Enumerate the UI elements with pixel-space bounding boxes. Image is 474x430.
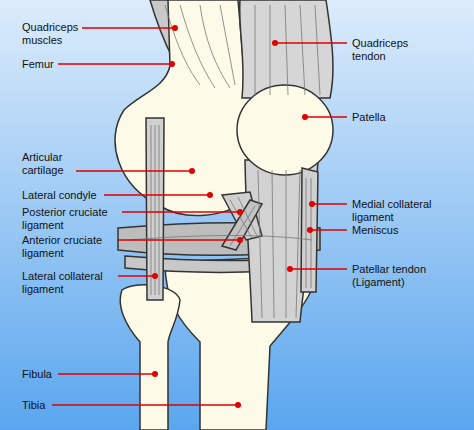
part-label: Quadriceps tendon <box>352 37 416 63</box>
part-label: Medial collateral ligament <box>352 198 452 224</box>
part-label: Anterior cruciate ligament <box>22 234 122 260</box>
part-label: Quadriceps muscles <box>22 21 84 47</box>
part-label: Patella <box>352 111 452 124</box>
part-label: Lateral collateral ligament <box>22 270 122 296</box>
part-label: Patellar tendon (Ligament) <box>352 263 448 289</box>
part-label: Tibia <box>22 399 82 412</box>
part-label: Meniscus <box>352 224 452 237</box>
part-label: Femur <box>22 58 82 71</box>
part-label: Fibula <box>22 368 82 381</box>
part-label: Articular cartilage <box>22 151 78 177</box>
part-label: Lateral condyle <box>22 189 112 202</box>
part-label: Posterior cruciate ligament <box>22 206 122 232</box>
